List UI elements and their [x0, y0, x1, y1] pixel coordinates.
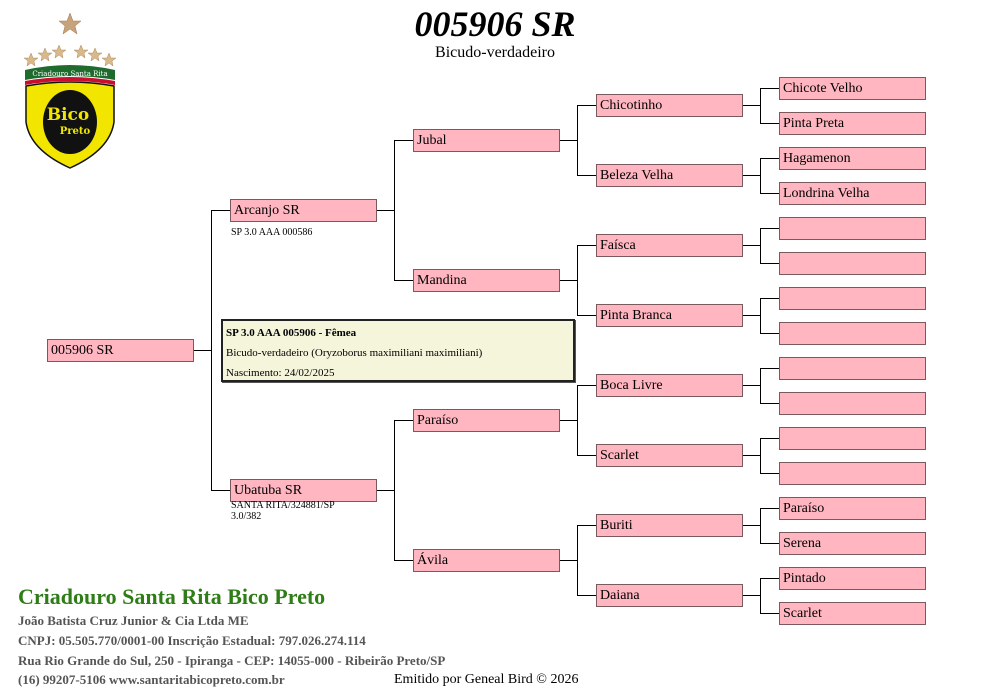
subject-info-species: Bicudo-verdadeiro (Oryzoborus maximilian…: [226, 347, 483, 359]
great-great-grandparent-box[interactable]: Serena: [779, 532, 926, 555]
great-grandparent-box[interactable]: Pinta Branca: [596, 304, 743, 327]
connector-line: [760, 438, 779, 439]
connector-line: [760, 508, 779, 509]
connector-line: [760, 228, 761, 264]
great-grandparent-box[interactable]: Beleza Velha: [596, 164, 743, 187]
page-title: 005906 SR: [414, 4, 576, 44]
great-great-grandparent-box[interactable]: [779, 322, 926, 345]
connector-line: [760, 298, 779, 299]
great-great-grandparent-box[interactable]: Pintado: [779, 567, 926, 590]
connector-line: [760, 473, 779, 474]
connector-line: [760, 578, 779, 579]
great-great-grandparent-box[interactable]: Chicote Velho: [779, 77, 926, 100]
connector-line: [760, 368, 779, 369]
great-great-grandparent-box[interactable]: [779, 392, 926, 415]
logo-emblem-line1: Bico: [47, 105, 90, 125]
connector-line: [760, 158, 779, 159]
great-great-grandparent-box[interactable]: Paraíso: [779, 497, 926, 520]
ribbon-icon: [25, 65, 115, 80]
great-grandparent-box[interactable]: Buriti: [596, 514, 743, 537]
great-grandparent-box[interactable]: Faísca: [596, 234, 743, 257]
connector-line: [742, 385, 761, 386]
subject-info-title: SP 3.0 AAA 005906 - Fêmea: [226, 327, 357, 339]
great-great-grandparent-box[interactable]: [779, 462, 926, 485]
page-subtitle: Bicudo-verdadeiro: [435, 44, 555, 61]
subject-info-birth: Nascimento: 24/02/2025: [226, 367, 335, 379]
connector-line: [760, 613, 779, 614]
logo-emblem-line2: Preto: [60, 126, 91, 137]
great-grandparent-box[interactable]: Scarlet: [596, 444, 743, 467]
connector-line: [760, 158, 761, 194]
grandparent-box[interactable]: Ávila: [413, 549, 560, 572]
grandparent-box[interactable]: Jubal: [413, 129, 560, 152]
parent-sire-box[interactable]: Arcanjo SR: [230, 199, 377, 222]
connector-line: [760, 543, 779, 544]
connector-line: [760, 88, 779, 89]
connector-line: [760, 403, 779, 404]
emitted-by: Emitido por Geneal Bird © 2026: [394, 672, 579, 687]
connector-line: [742, 525, 761, 526]
footer-address: Rua Rio Grande do Sul, 250 - Ipiranga - …: [18, 653, 446, 668]
connector-line: [742, 105, 761, 106]
connector-line: [742, 175, 761, 176]
connector-line: [760, 368, 761, 404]
great-great-grandparent-box[interactable]: Londrina Velha: [779, 182, 926, 205]
great-great-grandparent-box[interactable]: Scarlet: [779, 602, 926, 625]
great-great-grandparent-box[interactable]: [779, 427, 926, 450]
connector-line: [742, 455, 761, 456]
parent-dam-ring: SANTA RITA/324881/SP 3.0/382: [231, 500, 335, 522]
great-great-grandparent-box[interactable]: [779, 252, 926, 275]
breeder-logo: Criadouro Santa Rita Bico Preto: [23, 12, 117, 169]
connector-line: [760, 228, 779, 229]
footer-company: João Batista Cruz Junior & Cia Ltda ME: [18, 613, 249, 628]
great-great-grandparent-box[interactable]: Pinta Preta: [779, 112, 926, 135]
footer-registration: CNPJ: 05.505.770/0001-00 Inscrição Estad…: [18, 633, 366, 648]
connector-line: [760, 438, 761, 474]
star-icon: [58, 12, 82, 35]
connector-line: [760, 88, 761, 124]
logo-ribbon-text: Criadouro Santa Rita: [32, 70, 107, 78]
great-grandparent-box[interactable]: Boca Livre: [596, 374, 743, 397]
stars-row-icon: [23, 44, 117, 67]
parent-sire-ring: SP 3.0 AAA 000586: [231, 227, 313, 238]
great-grandparent-box[interactable]: Daiana: [596, 584, 743, 607]
grandparent-box[interactable]: Mandina: [413, 269, 560, 292]
great-great-grandparent-box[interactable]: [779, 287, 926, 310]
parent-dam-box[interactable]: Ubatuba SR: [230, 479, 377, 502]
connector-line: [760, 193, 779, 194]
great-great-grandparent-box[interactable]: Hagamenon: [779, 147, 926, 170]
connector-line: [760, 298, 761, 334]
connector-line: [760, 508, 761, 544]
connector-line: [760, 263, 779, 264]
connector-line: [742, 245, 761, 246]
footer-brand: Criadouro Santa Rita Bico Preto: [18, 584, 326, 609]
subject-info-panel: SP 3.0 AAA 005906 - Fêmea Bicudo-verdade…: [221, 319, 575, 382]
footer-contact: (16) 99207-5106 www.santaritabicopreto.c…: [18, 672, 285, 687]
connector-line: [742, 595, 761, 596]
great-grandparent-box[interactable]: Chicotinho: [596, 94, 743, 117]
grandparent-box[interactable]: Paraíso: [413, 409, 560, 432]
connector-line: [760, 333, 779, 334]
connector-line: [760, 123, 779, 124]
connector-line: [742, 315, 761, 316]
great-great-grandparent-box[interactable]: [779, 217, 926, 240]
connector-line: [760, 578, 761, 614]
great-great-grandparent-box[interactable]: [779, 357, 926, 380]
subject-box[interactable]: 005906 SR: [47, 339, 194, 362]
